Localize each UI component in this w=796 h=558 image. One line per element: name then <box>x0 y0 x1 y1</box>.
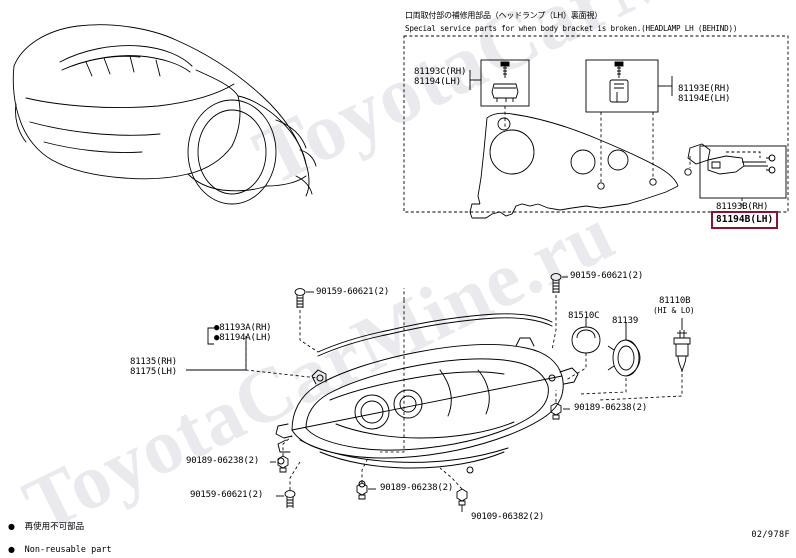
label-bolt-top-right: 90159-60621(2) <box>570 271 644 281</box>
label-bracket-clip-left: 81193C(RH) 81194(LH) <box>414 67 467 87</box>
legend-bullet-jp: ● <box>8 522 15 531</box>
label-bracket-hidden: 81193B(RH) <box>716 202 769 212</box>
legend: ● 再使用不可部品 ● Non-reusable part <box>8 512 112 558</box>
label-nut-bottom-mid: 90189-06238(2) <box>380 483 454 493</box>
inset-title-en: Special service parts for when body brac… <box>405 24 738 33</box>
label-nut-left: 90189-06238(2) <box>186 456 260 466</box>
legend-text-en: Non-reusable part <box>24 545 112 556</box>
label-socket-81139: 81139 <box>612 316 639 326</box>
inset-title-jp: 口両取付部の補修用部品（ヘッドランプ（LH）裏面視） <box>405 11 603 20</box>
legend-row-en: ● Non-reusable part <box>8 535 112 558</box>
label-bulb-81110b: 81110B <box>659 296 691 306</box>
label-bulb-sub: (HI & LO) <box>653 306 695 315</box>
sheet-code: 02/978F <box>751 530 790 540</box>
legend-text-jp: 再使用不可部品 <box>24 522 85 532</box>
highlighted-part-number[interactable]: 81194B(LH) <box>711 211 779 229</box>
label-bolt-bottom-left: 90159-60621(2) <box>190 490 264 500</box>
label-nut-right: 90189-06238(2) <box>574 403 648 413</box>
label-seal-rh-lh: 81135(RH) 81175(LH) <box>130 357 177 377</box>
legend-row-jp: ● 再使用不可部品 <box>8 512 112 535</box>
label-bolt-top-left: 90159-60621(2) <box>316 287 390 297</box>
label-cover-81510c: 81510C <box>568 311 600 321</box>
label-bracket-clip-right: 81193E(RH) 81194E(LH) <box>678 84 731 104</box>
legend-bullet-en: ● <box>8 545 15 555</box>
label-screw-bottom: 90109-06382(2) <box>471 512 545 522</box>
label-bracket-a: ●81193A(RH) ●81194A(LH) <box>214 323 272 343</box>
